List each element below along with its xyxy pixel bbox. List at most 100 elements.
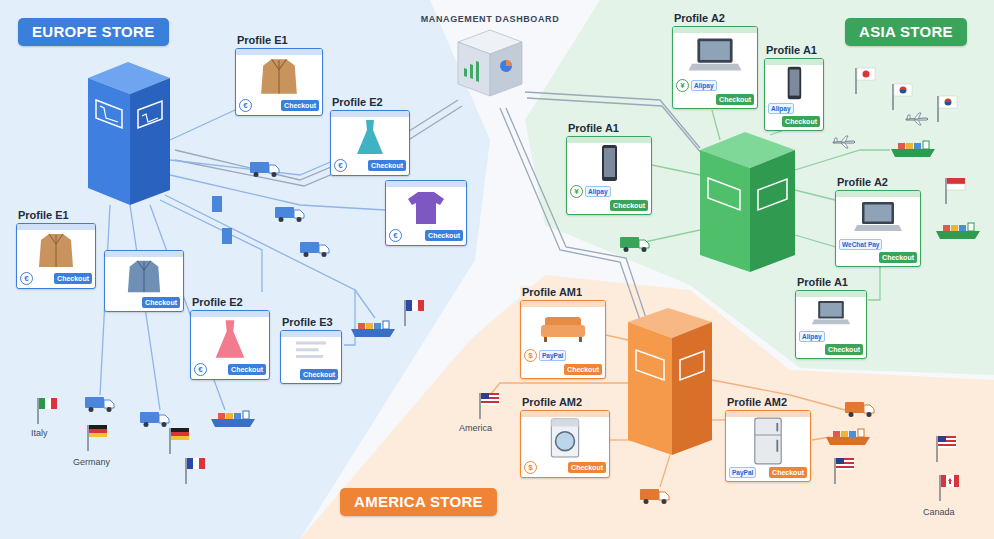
country-flags xyxy=(939,96,957,108)
country-flags xyxy=(937,436,956,462)
product-image xyxy=(796,297,866,329)
country-flags xyxy=(863,71,870,78)
product-image xyxy=(776,440,778,452)
product-image xyxy=(296,348,319,351)
country-flags xyxy=(945,99,952,103)
delivery-vehicles xyxy=(640,489,669,504)
checkout-button: Checkout xyxy=(879,252,917,263)
checkout-button: Checkout xyxy=(782,116,820,127)
browser-bar xyxy=(17,224,95,230)
card-panel: ¥AlipayCheckout xyxy=(672,26,758,109)
europe-store-building xyxy=(222,228,232,244)
dashboard-building xyxy=(500,60,512,72)
card-panel: PayPalCheckout xyxy=(725,410,811,482)
country-flags xyxy=(938,444,956,446)
dashboard-building xyxy=(415,26,565,98)
store-title-pill: EUROPE STORE xyxy=(18,18,169,46)
country-flags xyxy=(945,102,952,106)
asia-store-building xyxy=(700,150,750,272)
product-image xyxy=(551,419,578,426)
profile-card: Profile A1AlipayCheckout xyxy=(764,40,824,131)
asia-routes xyxy=(640,230,700,243)
product-image xyxy=(17,230,95,270)
checkout-button: Checkout xyxy=(716,94,754,105)
europe-store-building xyxy=(96,100,122,128)
america-store-building xyxy=(636,350,664,380)
country-flags xyxy=(89,433,107,437)
product-image xyxy=(776,423,778,431)
browser-bar xyxy=(105,251,183,257)
country-flags xyxy=(938,436,946,442)
product-image xyxy=(281,337,341,367)
country-flags xyxy=(87,425,88,451)
profile-heading: Profile A2 xyxy=(672,12,727,24)
product-image xyxy=(296,342,326,345)
product-image xyxy=(408,192,444,224)
card-panel: $Checkout xyxy=(520,410,610,478)
country-flags xyxy=(900,90,907,94)
europe-store-building xyxy=(88,78,130,205)
product-image xyxy=(673,33,757,77)
currency-symbol: € xyxy=(389,229,402,242)
asia-routes xyxy=(712,110,720,140)
store-title-pill: AMERICA STORE xyxy=(340,488,497,516)
country-flags xyxy=(193,458,199,469)
card-actions: $Checkout xyxy=(521,459,609,477)
card-actions: €Checkout xyxy=(386,227,466,245)
currency-symbol: € xyxy=(239,99,252,112)
checkout-button: Checkout xyxy=(610,200,648,211)
country-flags xyxy=(404,300,405,326)
country-flags xyxy=(171,436,189,440)
product-image xyxy=(836,197,920,237)
country-flags xyxy=(412,300,418,311)
profile-heading: Profile A1 xyxy=(795,276,850,288)
america-store-building xyxy=(628,322,672,455)
delivery-vehicles xyxy=(620,237,649,252)
profile-heading: Profile E2 xyxy=(190,296,245,308)
country-flags xyxy=(834,458,835,484)
europe-routes xyxy=(170,175,385,210)
country-flags xyxy=(88,425,107,451)
card-actions: $PayPalCheckout xyxy=(521,347,605,378)
profile-card: Profile E1€Checkout xyxy=(16,205,96,289)
country-flags xyxy=(892,84,893,110)
card-panel: AlipayCheckout xyxy=(764,58,824,131)
product-image xyxy=(236,55,322,97)
america-store-building xyxy=(672,322,712,455)
delivery-vehicles xyxy=(140,412,169,427)
product-image xyxy=(331,117,409,157)
browser-bar xyxy=(567,137,651,143)
product-image xyxy=(137,261,150,271)
asia-store-building xyxy=(700,132,795,272)
asia-routes xyxy=(795,150,890,170)
profile-card: Profile A1¥AlipayCheckout xyxy=(566,118,652,215)
payment-badge: Alipay xyxy=(768,103,794,114)
country-flags xyxy=(900,87,907,91)
country-flags xyxy=(947,184,965,190)
america-routes xyxy=(712,380,845,410)
country-flags xyxy=(946,475,954,487)
product-image xyxy=(128,261,160,292)
browser-bar xyxy=(191,311,269,317)
delivery-vehicles xyxy=(250,162,279,177)
country-flags xyxy=(857,68,875,80)
product-image xyxy=(755,418,781,464)
checkout-button: Checkout xyxy=(568,462,606,473)
product-image xyxy=(261,59,297,94)
delivery-vehicles xyxy=(936,223,980,239)
product-image xyxy=(812,319,850,324)
product-image xyxy=(521,417,609,459)
card-actions: AlipayCheckout xyxy=(765,101,823,130)
browser-bar xyxy=(836,191,920,197)
country-flags xyxy=(51,398,57,409)
country-flags xyxy=(89,425,107,429)
product-image xyxy=(541,325,585,337)
europe-store-building xyxy=(138,101,162,128)
delivery-vehicles xyxy=(845,402,874,417)
product-image xyxy=(765,65,823,101)
checkout-button: Checkout xyxy=(54,273,92,284)
asia-store-building xyxy=(708,178,740,210)
card-panel: Checkout xyxy=(280,330,342,384)
profile-heading: Profile AM2 xyxy=(725,396,789,408)
